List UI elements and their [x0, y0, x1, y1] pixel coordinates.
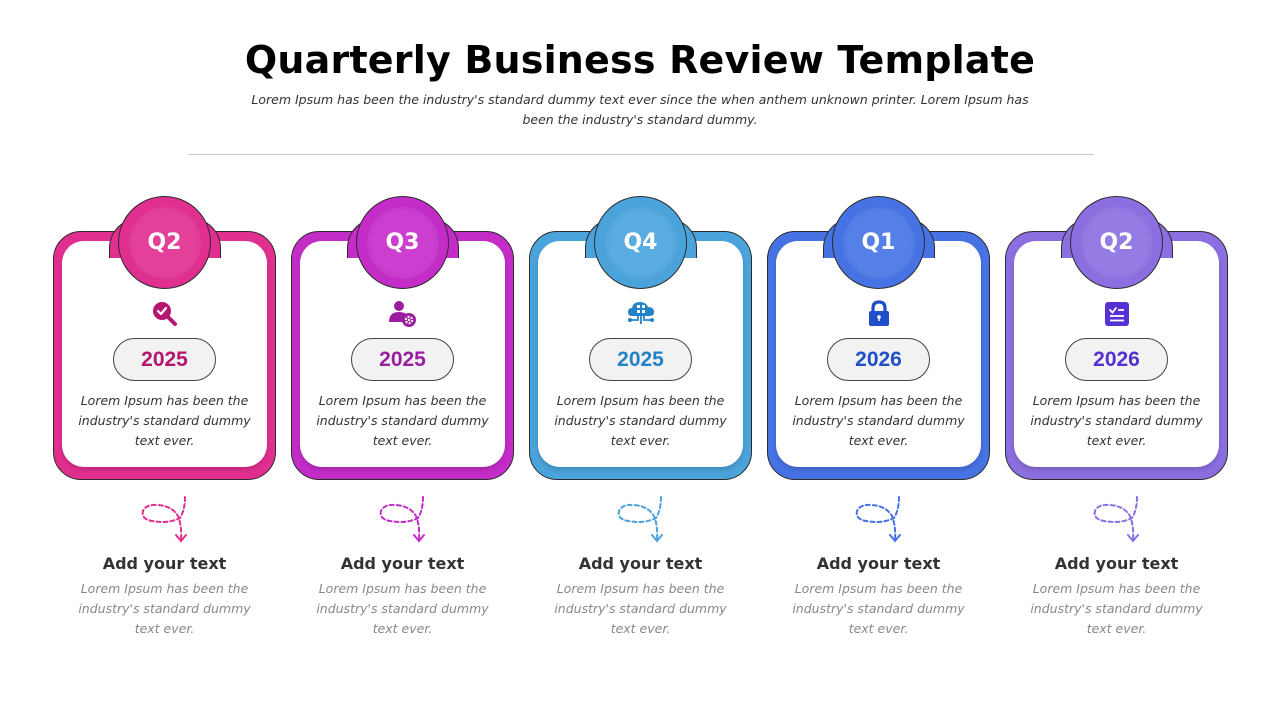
user-gear-icon [388, 299, 418, 329]
quarter-badge-inner: Q4 [604, 206, 677, 279]
page-title: Quarterly Business Review Template [244, 38, 1036, 82]
year-pill: 2025 [589, 338, 692, 381]
year-pill: 2025 [351, 338, 454, 381]
quarter-badge: Q1 [832, 196, 925, 289]
quarter-badge-inner: Q3 [366, 206, 439, 279]
dashed-loop-arrow-icon [379, 496, 425, 543]
add-text-heading: Add your text [340, 554, 465, 573]
header-divider [188, 154, 1094, 155]
card-description: Lorem Ipsum has been the industry's stan… [316, 393, 489, 448]
dashed-loop-arrow-icon [1093, 496, 1139, 543]
dashed-loop-arrow-icon [617, 496, 663, 543]
year-pill: 2026 [827, 338, 930, 381]
add-text-heading: Add your text [102, 554, 227, 573]
add-text-description: Lorem Ipsum has been the industry's stan… [78, 581, 251, 636]
checklist-icon [1102, 299, 1132, 329]
card-description: Lorem Ipsum has been the industry's stan… [554, 393, 727, 448]
quarter-label: Q4 [623, 230, 658, 255]
dashed-loop-arrow-icon [141, 496, 187, 543]
card-description: Lorem Ipsum has been the industry's stan… [1030, 393, 1203, 448]
lock-icon [864, 299, 894, 329]
add-text-heading: Add your text [1054, 554, 1179, 573]
quarter-label: Q1 [861, 230, 896, 255]
add-text-heading: Add your text [578, 554, 703, 573]
quarter-badge: Q2 [1070, 196, 1163, 289]
cloud-network-icon [626, 299, 656, 329]
quarter-label: Q2 [1099, 230, 1134, 255]
year-pill: 2025 [113, 338, 216, 381]
quarter-badge: Q2 [118, 196, 211, 289]
quarter-badge-inner: Q1 [842, 206, 915, 279]
quarter-badge: Q4 [594, 196, 687, 289]
add-text-description: Lorem Ipsum has been the industry's stan… [316, 581, 489, 636]
quarter-label: Q2 [147, 230, 182, 255]
quarter-badge: Q3 [356, 196, 449, 289]
quarter-label: Q3 [385, 230, 420, 255]
add-text-description: Lorem Ipsum has been the industry's stan… [1030, 581, 1203, 636]
search-check-icon [150, 299, 180, 329]
dashed-loop-arrow-icon [855, 496, 901, 543]
card-description: Lorem Ipsum has been the industry's stan… [792, 393, 965, 448]
quarter-badge-inner: Q2 [128, 206, 201, 279]
quarter-badge-inner: Q2 [1080, 206, 1153, 279]
add-text-description: Lorem Ipsum has been the industry's stan… [792, 581, 965, 636]
year-pill: 2026 [1065, 338, 1168, 381]
add-text-heading: Add your text [816, 554, 941, 573]
page-subtitle: Lorem Ipsum has been the industry's stan… [251, 92, 1029, 127]
card-description: Lorem Ipsum has been the industry's stan… [78, 393, 251, 448]
add-text-description: Lorem Ipsum has been the industry's stan… [554, 581, 727, 636]
